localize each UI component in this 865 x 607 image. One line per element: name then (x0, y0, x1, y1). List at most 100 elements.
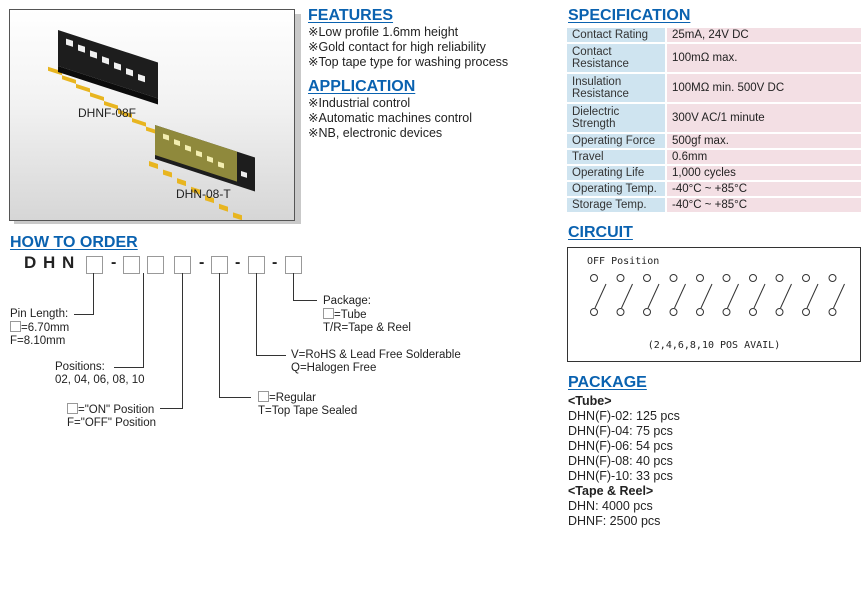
order-dash: - (111, 254, 117, 271)
switch-lever (594, 283, 607, 309)
circuit-off-label: OFF Position (587, 256, 660, 267)
spec-value: 25mA, 24V DC (665, 28, 861, 42)
order-dash: - (199, 254, 205, 271)
switch-symbol (616, 274, 633, 316)
switch-lever (780, 283, 792, 309)
tape-options: =Regular T=Top Tape Sealed (258, 391, 358, 417)
switch-lever (727, 283, 739, 309)
connector-line (219, 273, 220, 398)
connector-line (182, 273, 183, 409)
spec-key: Insulation Resistance (567, 74, 665, 102)
contact-bottom (643, 308, 651, 316)
contact-top (749, 274, 757, 282)
connector-line (143, 273, 144, 368)
switch-lever (647, 283, 660, 309)
tube-item: DHN(F)-10: 33 pcs (568, 469, 673, 483)
positions-box-2 (147, 256, 164, 274)
feature-item: ※Low profile 1.6mm height (308, 25, 459, 39)
contact-bottom (669, 308, 678, 316)
pin-length-box (86, 256, 103, 274)
pin-length-options: Pin Length: =6.70mm F=8.10mm (10, 308, 70, 347)
switch-symbol (643, 274, 660, 316)
spec-row: Operating Temp.-40°C ~ +85°C (567, 182, 861, 196)
tube-header: <Tube> (568, 394, 612, 408)
blank-box-icon (323, 308, 334, 319)
contact-top (669, 274, 678, 282)
application-list: ※Industrial control ※Automatic machines … (308, 96, 472, 141)
contact-bottom (775, 308, 784, 316)
spec-value: 300V AC/1 minute (665, 104, 861, 132)
circuit-heading: CIRCUIT (568, 224, 633, 241)
application-item: ※NB, electronic devices (308, 126, 443, 140)
reel-item: DHNF: 2500 pcs (568, 514, 661, 528)
contact-bottom (696, 308, 704, 316)
dip-switch-illustration: DHNF-08F DHN-08-T (48, 30, 255, 221)
specification-heading: SPECIFICATION (568, 7, 691, 24)
contact-bottom (616, 308, 625, 316)
spec-key: Operating Temp. (567, 182, 665, 196)
application-item: ※Industrial control (308, 96, 411, 110)
spec-value: 500gf max. (665, 134, 861, 148)
spec-key: Travel (567, 150, 665, 164)
positions-options: Positions: 02, 04, 06, 08, 10 (55, 361, 145, 386)
switch-lever (700, 283, 713, 309)
package-list: <Tube> DHN(F)-02: 125 pcs DHN(F)-04: 75 … (568, 394, 680, 529)
connector-line (160, 408, 183, 409)
how-to-order-heading: HOW TO ORDER (10, 234, 138, 251)
tube-item: DHN(F)-04: 75 pcs (568, 424, 673, 438)
order-prefix: D H N (24, 253, 76, 272)
switch-symbol (802, 274, 819, 316)
blank-box-icon (10, 321, 21, 332)
features-heading: FEATURES (308, 7, 394, 24)
tube-item: DHN(F)-06: 54 pcs (568, 439, 673, 453)
contact-top (696, 274, 704, 282)
package-box (285, 256, 302, 274)
contact-bottom (828, 308, 837, 316)
connector-line (74, 314, 94, 315)
switch-lever (806, 283, 819, 309)
features-list: ※Low profile 1.6mm height ※Gold contact … (308, 25, 508, 70)
contact-top (828, 274, 837, 282)
on-off-box (174, 256, 191, 274)
chip-label-2: DHN-08-T (176, 187, 231, 201)
contact-bottom (722, 308, 731, 316)
chip-dhnf-08f (48, 30, 160, 136)
switch-symbol (722, 274, 739, 316)
feature-item: ※Top tape type for washing process (308, 55, 509, 69)
switch-symbol (669, 274, 686, 316)
connector-line (93, 273, 94, 315)
chip-dhn-08-t (149, 124, 255, 221)
connector-line (293, 300, 317, 301)
spec-key: Storage Temp. (567, 198, 665, 212)
contact-bottom (749, 308, 757, 316)
tube-item: DHN(F)-02: 125 pcs (568, 409, 680, 423)
on-off-options: ="ON" Position F="OFF" Position (67, 403, 157, 429)
spec-value: 1,000 cycles (665, 166, 861, 180)
spec-value: 0.6mm (665, 150, 861, 164)
contact-top (775, 274, 784, 282)
contact-top (590, 274, 598, 282)
switch-lever (833, 283, 845, 309)
switch-symbol (749, 274, 766, 316)
contact-top (616, 274, 625, 282)
tape-box (211, 256, 228, 274)
reel-item: DHN: 4000 pcs (568, 499, 653, 513)
spec-key: Operating Life (567, 166, 665, 180)
switch-lever (674, 283, 686, 309)
blank-box-icon (67, 403, 78, 414)
switch-lever (621, 283, 633, 309)
rohs-box (248, 256, 265, 274)
application-item: ※Automatic machines control (308, 111, 473, 125)
product-photo: DHNF-08F DHN-08-T (9, 9, 295, 221)
switch-symbol (828, 274, 845, 316)
tube-item: DHN(F)-08: 40 pcs (568, 454, 673, 468)
spec-key: Contact Resistance (567, 44, 665, 72)
package-heading: PACKAGE (568, 374, 647, 391)
contact-bottom (802, 308, 810, 316)
connector-line (114, 367, 144, 368)
contact-top (722, 274, 731, 282)
blank-box-icon (258, 391, 269, 402)
